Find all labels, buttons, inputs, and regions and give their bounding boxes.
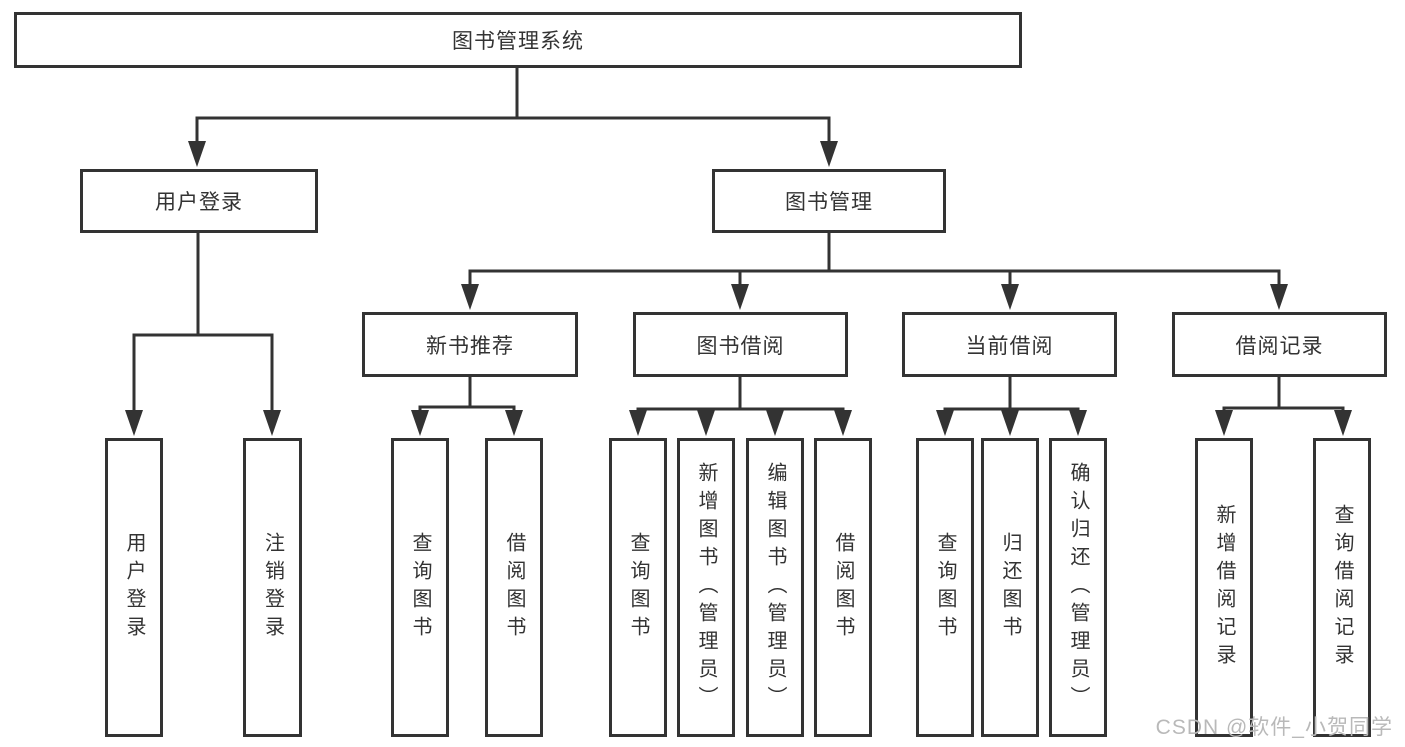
node-bb-edit-books-admin: 编辑图书（管理员）	[746, 438, 804, 737]
node-bb-add-books-admin: 新增图书（管理员）	[677, 438, 735, 737]
node-root: 图书管理系统	[14, 12, 1022, 68]
connector-new-book-rec	[418, 377, 516, 411]
csdn-watermark: CSDN @软件_小贺同学	[1155, 716, 1393, 739]
node-rec-borrow-books: 借阅图书	[485, 438, 543, 737]
node-borrow-records: 借阅记录	[1172, 312, 1387, 377]
connector-book-borrow	[636, 377, 845, 411]
node-rec-query-books: 查询图书	[391, 438, 449, 737]
connector-current-borrow	[943, 377, 1080, 411]
node-cb-return-books: 归还图书	[981, 438, 1039, 737]
node-bb-borrow-books: 借阅图书	[814, 438, 872, 737]
node-br-add-record: 新增借阅记录	[1195, 438, 1253, 737]
connector-user-login	[132, 233, 274, 411]
node-bb-query-books: 查询图书	[609, 438, 667, 737]
node-user-login: 用户登录	[80, 169, 318, 233]
node-current-borrow: 当前借阅	[902, 312, 1117, 377]
node-new-book-rec: 新书推荐	[362, 312, 578, 377]
node-user-login-leaf: 用户登录	[105, 438, 163, 737]
node-logout: 注销登录	[243, 438, 302, 737]
node-br-query-record: 查询借阅记录	[1313, 438, 1371, 737]
node-cb-confirm-return-admin: 确认归还（管理员）	[1049, 438, 1107, 737]
connector-root	[195, 68, 831, 142]
node-cb-query-books: 查询图书	[916, 438, 974, 737]
connector-book-mgmt	[468, 233, 1281, 286]
node-book-borrow: 图书借阅	[633, 312, 848, 377]
node-book-mgmt: 图书管理	[712, 169, 946, 233]
connector-borrow-records	[1222, 377, 1345, 411]
